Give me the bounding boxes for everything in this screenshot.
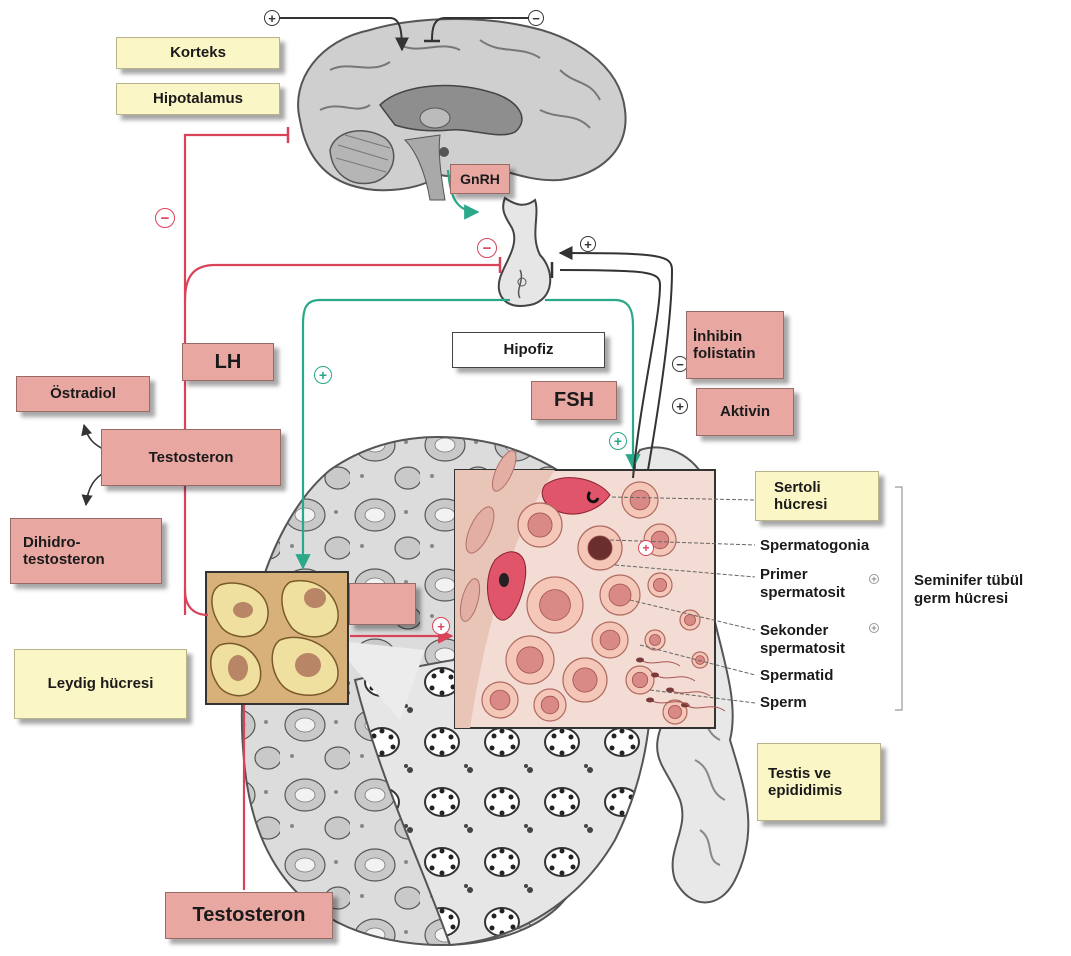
germ-cell-nucleus bbox=[600, 630, 620, 650]
leydig-label: Leydig hücresi bbox=[14, 649, 187, 719]
hormone-blank-box bbox=[349, 583, 416, 625]
germ-cell-nucleus bbox=[609, 584, 631, 606]
fsh-label: FSH bbox=[531, 381, 617, 420]
pituitary-inhibit-sign: − bbox=[477, 238, 497, 258]
sperm-label: Sperm bbox=[760, 694, 807, 712]
inhibin-line bbox=[560, 270, 660, 478]
germ-cell-nucleus bbox=[490, 690, 510, 710]
germ-cell-bracket bbox=[895, 487, 902, 710]
seminifer-tubul-label: Seminifer tübül germ hücresi bbox=[914, 572, 1023, 608]
leydig-cell-inset bbox=[206, 572, 348, 704]
germ-cell-nucleus bbox=[668, 705, 681, 718]
germ-cell-nucleus bbox=[588, 536, 612, 560]
pituitary-illustration bbox=[499, 198, 550, 306]
sertoli-label: Sertoli hücresi bbox=[755, 471, 879, 521]
sperm-head bbox=[666, 688, 674, 693]
germ-cell-nucleus bbox=[630, 490, 650, 510]
hipotalamus-label: Hipotalamus bbox=[116, 83, 280, 115]
inhibin-folistatin-label: İnhibin folistatin bbox=[686, 311, 784, 379]
germ-cell-nucleus bbox=[696, 656, 705, 665]
germ-cell-plus-sign-1: + bbox=[869, 574, 879, 584]
primer-spermatosit-label: Primer spermatosit bbox=[760, 566, 845, 602]
hipofiz-label: Hipofiz bbox=[452, 332, 605, 368]
testis-epididimis-label: Testis ve epididimis bbox=[757, 743, 881, 821]
aktivin-label: Aktivin bbox=[696, 388, 794, 436]
activin-plus-sign: + bbox=[580, 236, 596, 252]
germ-cell-nucleus bbox=[632, 672, 647, 687]
testosteron-label: Testosteron bbox=[101, 429, 281, 486]
korteks-label: Korteks bbox=[116, 37, 280, 69]
sperm-head bbox=[636, 658, 644, 663]
testosteron-bottom-label: Testosteron bbox=[165, 892, 333, 939]
tubule-plus-sign: + bbox=[432, 617, 450, 635]
aktivin-plus-sign: + bbox=[672, 398, 688, 414]
dihidrotestosteron-label: Dihidro- testosteron bbox=[10, 518, 162, 584]
germ-cell-nucleus bbox=[541, 696, 559, 714]
cortex-plus-sign: + bbox=[264, 10, 280, 26]
germ-cell-nucleus bbox=[517, 647, 543, 673]
germ-cell-nucleus bbox=[573, 668, 597, 692]
spermatogonia-label: Spermatogonia bbox=[760, 537, 869, 555]
testosterone-feedback-pituitary-line bbox=[185, 265, 500, 300]
lh-plus-sign: + bbox=[314, 366, 332, 384]
ostradiol-label: Östradiol bbox=[16, 376, 150, 412]
cortex-minus-sign: − bbox=[528, 10, 544, 26]
lh-label: LH bbox=[182, 343, 274, 381]
germ-cell-plus-sign-2: + bbox=[869, 623, 879, 633]
sperm-head bbox=[646, 698, 654, 703]
germ-cell-nucleus bbox=[650, 635, 661, 646]
sperm-head bbox=[651, 673, 659, 678]
fsh-plus-sign: + bbox=[609, 432, 627, 450]
germ-cell-nucleus bbox=[528, 513, 552, 537]
germ-cell-nucleus bbox=[685, 615, 696, 626]
hypothalamus-inhibit-sign: − bbox=[155, 208, 175, 228]
spermatid-label: Spermatid bbox=[760, 667, 833, 685]
spermatogonia-plus-sign: + bbox=[638, 540, 654, 556]
gnrh-label: GnRH bbox=[450, 164, 510, 194]
sekonder-spermatosit-label: Sekonder spermatosit bbox=[760, 622, 845, 658]
testosterone-to-leydig-line bbox=[185, 590, 208, 615]
germ-cell-nucleus bbox=[653, 578, 666, 591]
germ-cell-nucleus bbox=[540, 590, 571, 621]
